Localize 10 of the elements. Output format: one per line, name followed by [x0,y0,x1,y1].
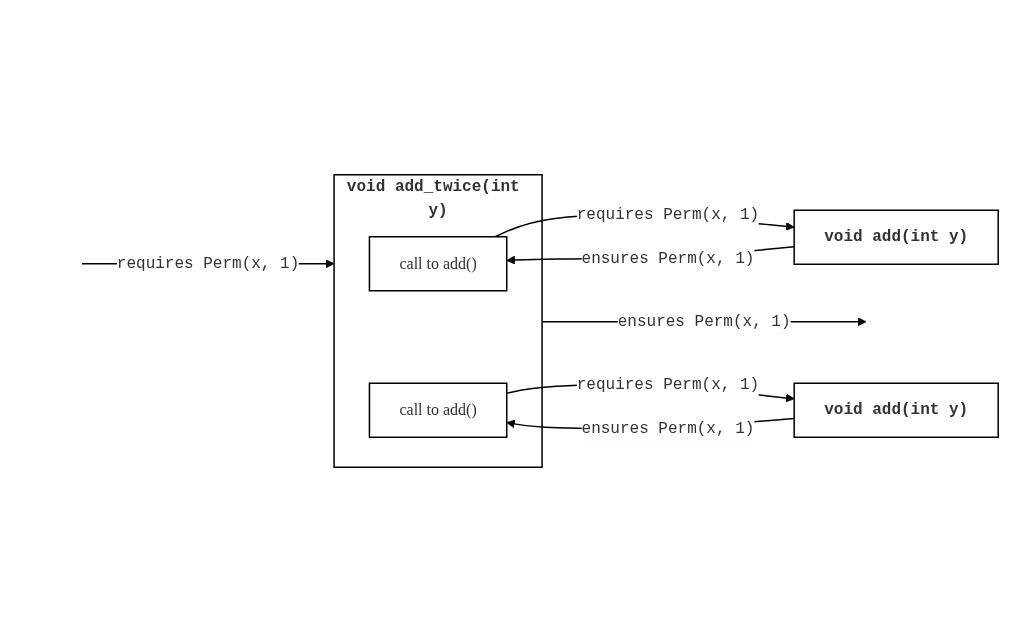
edge-label: requires Perm(x, 1) [576,375,760,394]
node-box: call to add() [368,235,508,291]
node-box: call to add() [368,382,508,438]
edge-label: requires Perm(x, 1) [116,254,300,273]
edge-label: ensures Perm(x, 1) [617,312,791,331]
edge-label: ensures Perm(x, 1) [581,249,755,268]
node-box: void add(int y) [793,209,999,265]
node-box: void add(int y) [793,382,999,438]
edge-label: ensures Perm(x, 1) [581,419,755,438]
edge-label: requires Perm(x, 1) [576,205,760,224]
